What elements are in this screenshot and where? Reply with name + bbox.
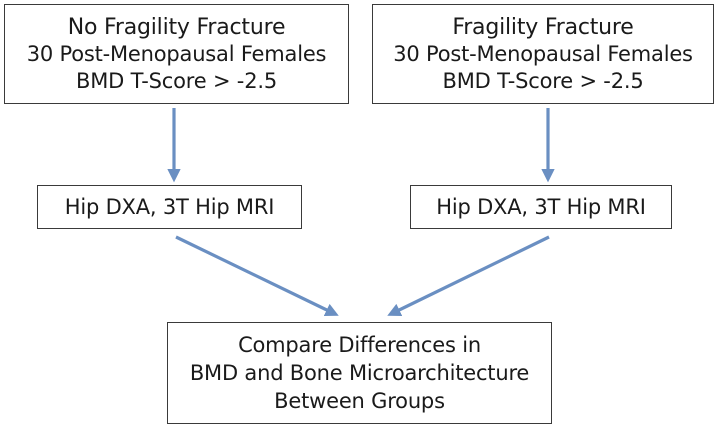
left-imaging-label: Hip DXA, 3T Hip MRI	[64, 194, 275, 219]
right-group-population: 30 Post-Menopausal Females	[393, 41, 693, 66]
right-imaging-box: Hip DXA, 3T Hip MRI	[410, 185, 672, 229]
left-group-title: No Fragility Fracture	[67, 14, 286, 40]
left-group-criteria: BMD T-Score > -2.5	[76, 68, 277, 93]
compare-line-1: Compare Differences in	[238, 333, 481, 357]
left-imaging-box: Hip DXA, 3T Hip MRI	[37, 185, 302, 229]
arrow-left-to-compare	[175, 235, 339, 316]
no-fragility-fracture-group-box: No Fragility Fracture 30 Post-Menopausal…	[4, 4, 349, 104]
left-group-population: 30 Post-Menopausal Females	[26, 41, 327, 66]
right-imaging-label: Hip DXA, 3T Hip MRI	[436, 194, 646, 219]
right-group-criteria: BMD T-Score > -2.5	[442, 68, 644, 93]
right-group-title: Fragility Fracture	[452, 14, 634, 40]
fragility-fracture-group-box: Fragility Fracture 30 Post-Menopausal Fe…	[372, 4, 714, 104]
compare-line-3: Between Groups	[274, 389, 445, 413]
arrow-right-to-compare	[387, 235, 550, 316]
compare-line-2: BMD and Bone Microarchitecture	[189, 361, 530, 385]
compare-differences-box: Compare Differences in BMD and Bone Micr…	[167, 322, 552, 424]
